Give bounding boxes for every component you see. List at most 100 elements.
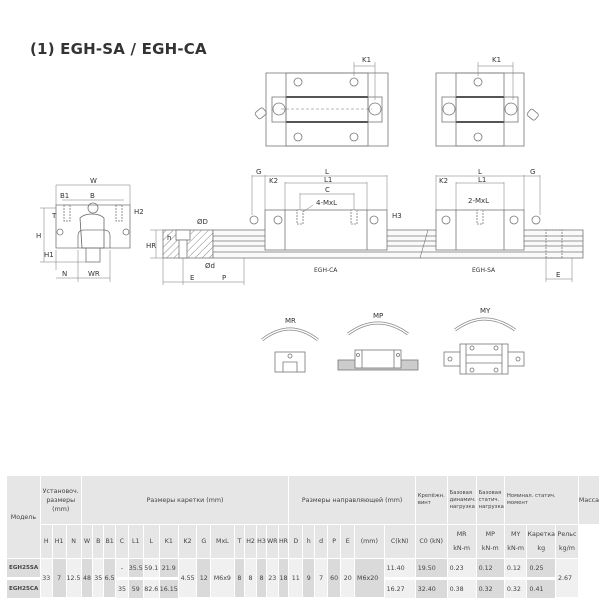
col-hr: HR <box>277 524 290 559</box>
col-k1: K1 <box>158 524 179 559</box>
cell-mp: 0.32 <box>475 578 505 599</box>
label-my: MY <box>480 307 491 315</box>
header-rail: Размеры направляющей (mm) <box>288 475 416 525</box>
col-c: C <box>115 524 129 559</box>
cell-l1: 59 <box>127 578 144 599</box>
col-c-kn: C(kN) <box>383 524 416 559</box>
cell-h2: 8 <box>244 558 257 600</box>
label-wr: WR <box>88 270 100 278</box>
col-bolt-mm: (mm) <box>354 524 385 559</box>
label-h3: H3 <box>392 212 402 220</box>
cell-mp: 0.12 <box>475 558 505 580</box>
label-hr: HR <box>146 242 156 250</box>
cell-h3: 8 <box>255 558 267 600</box>
top-view-sa <box>435 62 539 147</box>
label-p: P <box>222 274 226 282</box>
moment-mr-diagram <box>261 327 319 373</box>
header-model: Модель <box>6 475 41 559</box>
side-view-ca <box>249 175 388 251</box>
col-n: N <box>65 524 82 559</box>
col-h-rail: h <box>302 524 316 559</box>
cell-wr: 23 <box>265 558 279 600</box>
label-g-sa: G <box>530 168 535 176</box>
label-h-rail: h <box>167 234 171 242</box>
cell-block-mass: 0.41 <box>526 578 557 599</box>
cell-c: 35 <box>115 578 129 599</box>
header-dynamic-load: Базовая динамич. нагрузка <box>446 475 477 525</box>
label-g-ca: G <box>256 168 261 176</box>
col-c0-kn: C0 (kN) <box>414 524 448 559</box>
label-e-sa: E <box>556 271 560 279</box>
moment-mp-diagram <box>337 321 419 371</box>
cell-c: - <box>115 558 129 580</box>
cell-l: 82.6 <box>142 578 160 599</box>
side-view-sa <box>435 175 573 282</box>
cell-model: EGH25CA <box>6 578 41 599</box>
caption-egh-ca: EGH-CA <box>314 267 338 274</box>
cell-w: 48 <box>80 558 94 600</box>
cell-mr: 0.38 <box>446 578 477 599</box>
cell-mr: 0.23 <box>446 558 477 580</box>
cell-k2: 4.55 <box>177 558 198 600</box>
label-n: N <box>62 270 67 278</box>
col-mxl: MxL <box>210 524 235 559</box>
technical-drawing: K1 K1 W B1 B T H2 H H1 N WR ØD Ød h HR E… <box>36 56 584 375</box>
col-l: L <box>142 524 160 559</box>
header-block: Размеры каретки (mm) <box>80 475 290 525</box>
table-row-egh25ca: EGH25CA 35 59 82.6 16.15 16.27 32.40 0.3… <box>6 578 600 599</box>
label-l-sa: L <box>478 168 482 176</box>
cell-t: 8 <box>233 558 246 600</box>
col-h3: H3 <box>255 524 267 559</box>
col-b1: B1 <box>103 524 117 559</box>
label-w: W <box>90 177 97 185</box>
label-b: B <box>90 192 95 200</box>
page-title: (1) EGH-SA / EGH-CA <box>30 40 207 58</box>
cell-c0-kn: 19.50 <box>414 558 448 580</box>
cell-b1: 6.5 <box>103 558 117 600</box>
cell-c-kn: 11.40 <box>383 558 416 580</box>
cell-mxl: M6x9 <box>210 558 235 600</box>
cell-rail-mass: 2.67 <box>555 558 579 600</box>
col-wr: WR <box>265 524 279 559</box>
label-k2-ca: K2 <box>269 177 278 185</box>
cell-g: 12 <box>196 558 212 600</box>
col-e: E <box>340 524 356 559</box>
cell-d-large: 11 <box>288 558 304 600</box>
cell-my: 0.12 <box>503 558 528 580</box>
cell-block-mass: 0.25 <box>526 558 557 580</box>
cell-c0-kn: 32.40 <box>414 578 448 599</box>
label-k1-sa: K1 <box>492 56 501 64</box>
header-mounting: Установоч. размеры (mm) <box>39 475 82 525</box>
label-e: E <box>190 274 194 282</box>
cell-k1: 21.9 <box>158 558 179 580</box>
col-h2: H2 <box>244 524 257 559</box>
header-static-moment: Номинал. статич. момент <box>503 475 579 525</box>
cell-h: 33 <box>39 558 53 600</box>
label-mp: MP <box>373 312 383 320</box>
label-b1: B1 <box>60 192 69 200</box>
label-l-ca: L <box>325 168 329 176</box>
cell-c-kn: 16.27 <box>383 578 416 599</box>
label-c-ca: C <box>325 186 330 194</box>
label-l1-ca: L1 <box>324 176 332 184</box>
col-l1: L1 <box>127 524 144 559</box>
front-view <box>40 184 131 282</box>
label-l1-sa: L1 <box>478 176 486 184</box>
cell-e: 20 <box>340 558 356 600</box>
rail-section <box>150 229 245 285</box>
header-mass: Масса <box>577 475 600 525</box>
label-screw-sa: 2-MxL <box>468 197 489 205</box>
col-p: P <box>326 524 342 559</box>
cell-bolt: M6x20 <box>354 558 385 600</box>
cell-d-small: 7 <box>314 558 328 600</box>
label-h: H <box>36 232 41 240</box>
moment-my-diagram <box>443 317 525 375</box>
col-h: H <box>39 524 53 559</box>
col-h1: H1 <box>51 524 67 559</box>
cell-p: 60 <box>326 558 342 600</box>
cell-b: 35 <box>92 558 105 600</box>
